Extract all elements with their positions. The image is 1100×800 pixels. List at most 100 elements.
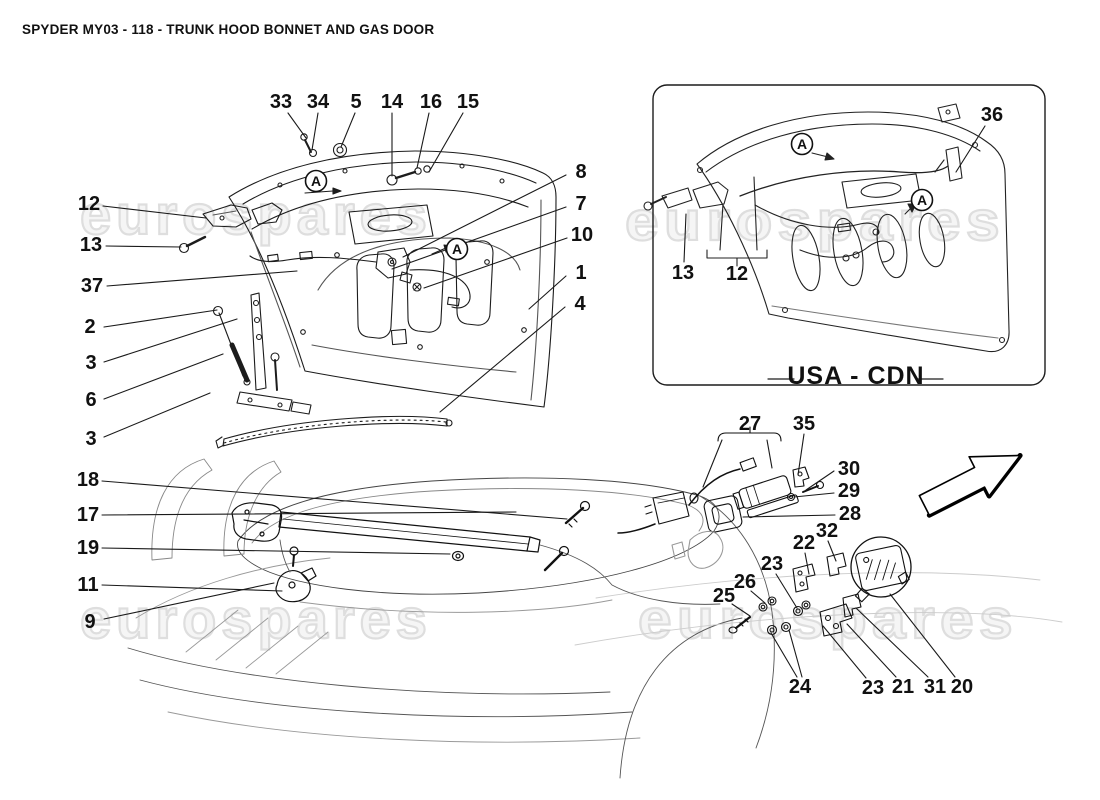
leader-line-31 — [855, 607, 929, 678]
leader-line-23 — [775, 573, 798, 609]
leader-line-17 — [101, 511, 517, 516]
callout-18: 18 — [77, 469, 99, 491]
detail-marker-label: A — [311, 173, 321, 189]
trunk-hood-drawing — [178, 133, 557, 449]
callout-15: 15 — [457, 91, 479, 113]
leader-line-5 — [340, 112, 356, 148]
leader-line-37 — [106, 270, 298, 287]
leader-line-34 — [311, 112, 319, 151]
callout-36: 36 — [981, 104, 1003, 126]
callout-24: 24 — [789, 676, 812, 698]
leader-line-7 — [391, 206, 567, 270]
callout-28: 28 — [839, 503, 861, 525]
callout-3: 3 — [85, 352, 96, 374]
callout-29: 29 — [838, 480, 860, 502]
leader-line-13 — [105, 245, 182, 248]
callout-21: 21 — [892, 676, 914, 698]
detail-marker-label: A — [797, 136, 807, 152]
callout-7: 7 — [575, 193, 586, 215]
leader-line-33 — [287, 112, 307, 139]
leader-line-32 — [827, 540, 837, 562]
callout-19: 19 — [77, 537, 99, 559]
leader-line-27 — [702, 439, 723, 488]
leader-line-26 — [750, 590, 766, 604]
callout-30: 30 — [838, 458, 860, 480]
callout-13: 13 — [80, 234, 102, 256]
leader-line-24 — [788, 629, 803, 678]
callout-10: 10 — [571, 224, 593, 246]
callout-25: 25 — [713, 585, 735, 607]
detail-marker-circle — [790, 132, 814, 156]
watermark-bottom-left: eurospares — [79, 586, 432, 651]
callout-4: 4 — [574, 293, 586, 315]
callout-2: 2 — [84, 316, 95, 338]
detail-marker-label: A — [917, 192, 927, 208]
detail-markers: A A A A — [304, 132, 934, 261]
leader-line-11 — [101, 584, 283, 592]
detail-marker-circle — [304, 169, 328, 193]
leader-lines — [101, 112, 986, 679]
callout-13: 13 — [672, 262, 694, 284]
callout-3: 3 — [85, 428, 96, 450]
callout-14: 14 — [381, 91, 404, 113]
callout-1: 1 — [575, 262, 586, 284]
usa-cdn-inset-box — [652, 84, 1046, 386]
leader-line-3 — [103, 318, 238, 363]
leader-line-36 — [955, 125, 986, 173]
callout-6: 6 — [85, 389, 96, 411]
leader-line-28 — [742, 514, 836, 518]
callout-12: 12 — [78, 193, 100, 215]
callout-11: 11 — [77, 574, 98, 596]
callout-9: 9 — [84, 611, 95, 633]
direction-arrow — [918, 452, 1023, 518]
leader-line-30 — [805, 470, 835, 491]
leader-line-12 — [102, 205, 207, 219]
leader-line-1 — [528, 275, 567, 310]
leader-line-13 — [683, 213, 687, 263]
inset-caption: USA - CDN — [787, 362, 925, 390]
callout-5: 5 — [350, 91, 361, 113]
detail-marker-circle — [445, 237, 469, 261]
rear-body-drawing — [127, 458, 1063, 779]
leader-line-9 — [103, 582, 275, 620]
callout-17: 17 — [77, 504, 99, 526]
callout-12: 12 — [726, 263, 748, 285]
callout-22: 22 — [793, 532, 815, 554]
leader-line-19 — [101, 547, 451, 555]
callout-27: 27 — [739, 413, 761, 435]
callout-8: 8 — [575, 161, 586, 183]
callout-31: 31 — [924, 676, 946, 698]
inset-trunk-drawing — [643, 103, 1010, 353]
leader-line-3 — [103, 392, 211, 438]
leader-line-16 — [416, 112, 430, 169]
callout-23: 23 — [862, 677, 884, 699]
callout-20: 20 — [951, 676, 973, 698]
callout-26: 26 — [734, 571, 756, 593]
detail-marker-circle — [910, 188, 934, 212]
callout-32: 32 — [816, 520, 838, 542]
callout-33: 33 — [270, 91, 292, 113]
callout-35: 35 — [793, 413, 815, 435]
page-title: SPYDER MY03 - 118 - TRUNK HOOD BONNET AN… — [22, 22, 435, 37]
leader-line-15 — [428, 112, 464, 173]
leader-line-22 — [804, 552, 810, 575]
callout-37: 37 — [81, 275, 103, 297]
leader-line-35 — [797, 433, 805, 476]
callout-34: 34 — [307, 91, 330, 113]
gas-door-drawing — [617, 426, 912, 637]
leader-line-29 — [793, 492, 835, 498]
leader-line-21 — [846, 623, 897, 678]
leader-line-8 — [402, 174, 567, 258]
leader-line-25 — [731, 603, 751, 617]
leader-line-6 — [103, 353, 224, 400]
leader-line-2 — [103, 309, 218, 328]
leader-line-4 — [439, 306, 566, 413]
leader-line-27 — [766, 439, 773, 469]
leader-line-23 — [822, 625, 867, 679]
leader-line-24 — [770, 632, 798, 678]
callout-23: 23 — [761, 553, 783, 575]
detail-marker-label: A — [452, 241, 462, 257]
callout-16: 16 — [420, 91, 442, 113]
